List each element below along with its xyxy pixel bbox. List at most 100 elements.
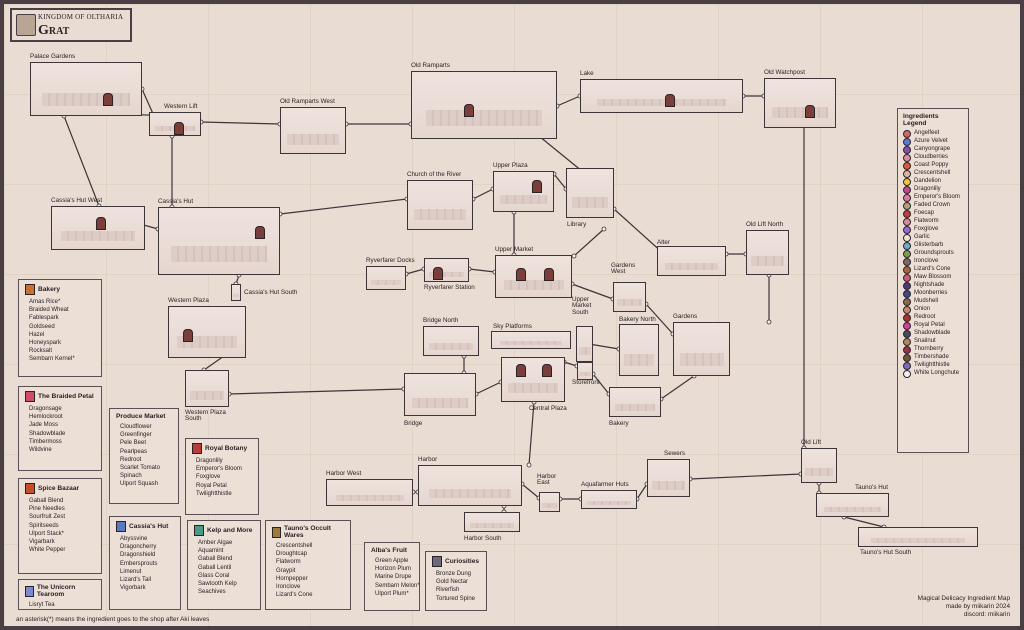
legend-item: Mudshell	[903, 298, 963, 306]
room-palace-gardens[interactable]	[30, 62, 142, 116]
region-name: Grat	[38, 23, 70, 38]
room-aquafarmer-huts[interactable]	[581, 490, 637, 509]
connection-line	[228, 388, 405, 395]
room-western-lift[interactable]	[149, 112, 201, 136]
room-label: Upper Plaza	[493, 162, 528, 169]
connection-line	[556, 95, 581, 107]
room-old-ramparts-west[interactable]	[280, 107, 346, 154]
shop-item: Hornpepper	[276, 575, 308, 582]
room-church-of-the-river[interactable]	[407, 180, 473, 230]
shop-item: Hemlockroot	[29, 414, 63, 421]
shop-item: Dragoncherry	[120, 544, 157, 551]
shop-item: Braided Wheat	[29, 307, 69, 314]
room-cassias-hut-west[interactable]	[51, 206, 145, 250]
legend-item: Cloudberries	[903, 154, 963, 162]
ingredient-icon	[903, 210, 911, 218]
room-cassias-hut[interactable]	[158, 207, 280, 275]
room-bakery-north[interactable]	[619, 324, 659, 376]
room-gardens[interactable]	[673, 322, 730, 376]
shop-item: Dragonlily	[196, 458, 223, 464]
connection-line	[528, 401, 535, 466]
room-upper-market[interactable]	[495, 255, 572, 298]
room-label: Alter	[657, 239, 670, 246]
connection-line	[588, 343, 620, 350]
shop-item: Rocksalt	[29, 348, 53, 355]
ingredient-icon	[903, 290, 911, 298]
room-ryverfarer-station[interactable]	[424, 258, 469, 282]
shop-item: Jade Moss	[29, 422, 59, 429]
room-upper-market-south[interactable]	[576, 326, 593, 362]
room-label: Bakery	[609, 420, 629, 427]
room-label: Cassia's Hut West	[51, 197, 103, 204]
connection-line	[613, 208, 665, 255]
shop-item: Gold Nectar	[436, 579, 469, 586]
legend-item: Foxglove	[903, 226, 963, 234]
room-harbor[interactable]	[418, 465, 522, 506]
room-label: Gardens West	[611, 262, 636, 276]
room-storefront[interactable]	[577, 362, 593, 380]
legend-item: Twilightthistle	[903, 362, 963, 370]
room-harbor-west[interactable]	[326, 479, 413, 506]
ingredient-icon	[903, 234, 911, 242]
room-alter[interactable]	[657, 246, 726, 276]
room-taunos-hut[interactable]	[816, 493, 889, 517]
room-bridge-north[interactable]	[423, 326, 479, 356]
shop-item: Fablespark	[29, 315, 59, 322]
room-upper-plaza[interactable]	[493, 171, 554, 212]
spice-icon	[25, 483, 35, 494]
room-old-lift-north[interactable]	[746, 230, 789, 275]
room-old-ramparts[interactable]	[411, 71, 557, 139]
kingdom-crest-icon	[16, 14, 36, 36]
shop-panel-unicorn-tearoom: The Unicorn Tearoom Lisryt Tea	[18, 579, 102, 610]
room-sky-platforms[interactable]	[491, 331, 571, 349]
room-western-plaza-south[interactable]	[185, 370, 229, 407]
room-label: Harbor East	[537, 473, 557, 487]
room-harbor-east[interactable]	[539, 492, 560, 512]
ingredient-icon	[903, 178, 911, 186]
room-label: Sewers	[664, 450, 685, 457]
room-label: Palace Gardens	[30, 53, 76, 60]
room-bakery[interactable]	[609, 387, 661, 417]
shop-item: Dragonsage	[29, 406, 62, 412]
room-lake[interactable]	[580, 79, 743, 113]
connection-line	[200, 121, 281, 125]
ingredient-icon	[903, 146, 911, 154]
shop-item: Glass Coral	[198, 572, 230, 579]
room-old-lift[interactable]	[801, 448, 837, 483]
shop-item: Vigorbark	[120, 585, 146, 592]
connection-line	[279, 198, 408, 215]
room-label: Bridge North	[423, 317, 459, 324]
room-western-plaza[interactable]	[168, 306, 246, 358]
legend-item: Coast Poppy	[903, 162, 963, 170]
room-label: Sky Platforms	[493, 323, 532, 330]
room-old-watchpost[interactable]	[764, 78, 836, 128]
room-taunos-hut-south[interactable]	[858, 527, 978, 547]
room-cassias-hut-south[interactable]	[231, 284, 241, 301]
ingredient-icon	[903, 370, 911, 378]
room-library[interactable]	[566, 168, 614, 218]
connection-node	[601, 226, 607, 232]
connection-node	[526, 462, 532, 468]
ingredient-icon	[903, 346, 911, 354]
connection-node	[571, 253, 577, 259]
room-label: Old Ramparts	[411, 62, 450, 69]
shop-item: White Pepper	[29, 547, 66, 554]
ingredient-icon	[903, 250, 911, 258]
legend-item: Nightshade	[903, 282, 963, 290]
legend-item: Redroot	[903, 314, 963, 322]
shop-item: Tortured Spine	[436, 595, 476, 602]
room-harbor-south[interactable]	[464, 512, 520, 532]
room-gardens-west[interactable]	[613, 282, 646, 312]
room-label: Tauno's Hut	[855, 484, 889, 491]
room-ryverfarer-docks[interactable]	[366, 266, 406, 290]
room-label: Cassia's Hut	[158, 198, 194, 205]
credits: Magical Delicacy Ingredient Map made by …	[918, 595, 1010, 619]
room-bridge[interactable]	[404, 373, 476, 416]
ingredient-icon	[903, 314, 911, 322]
room-central-plaza[interactable]	[501, 357, 565, 402]
room-sewers[interactable]	[647, 459, 690, 497]
shop-item: Redroot	[120, 456, 142, 463]
